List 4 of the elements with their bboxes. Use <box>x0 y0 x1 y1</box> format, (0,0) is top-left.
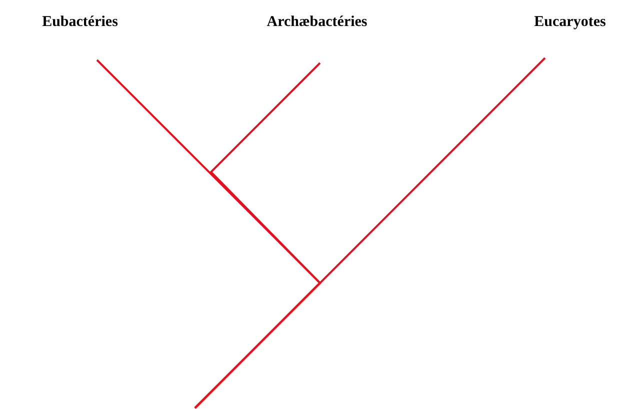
tree-branch <box>194 62 322 409</box>
taxon-label: Archæbactéries <box>266 14 368 31</box>
taxon-label: Eubactéries <box>42 14 118 31</box>
taxon-label: Eucaryotes <box>534 14 606 31</box>
